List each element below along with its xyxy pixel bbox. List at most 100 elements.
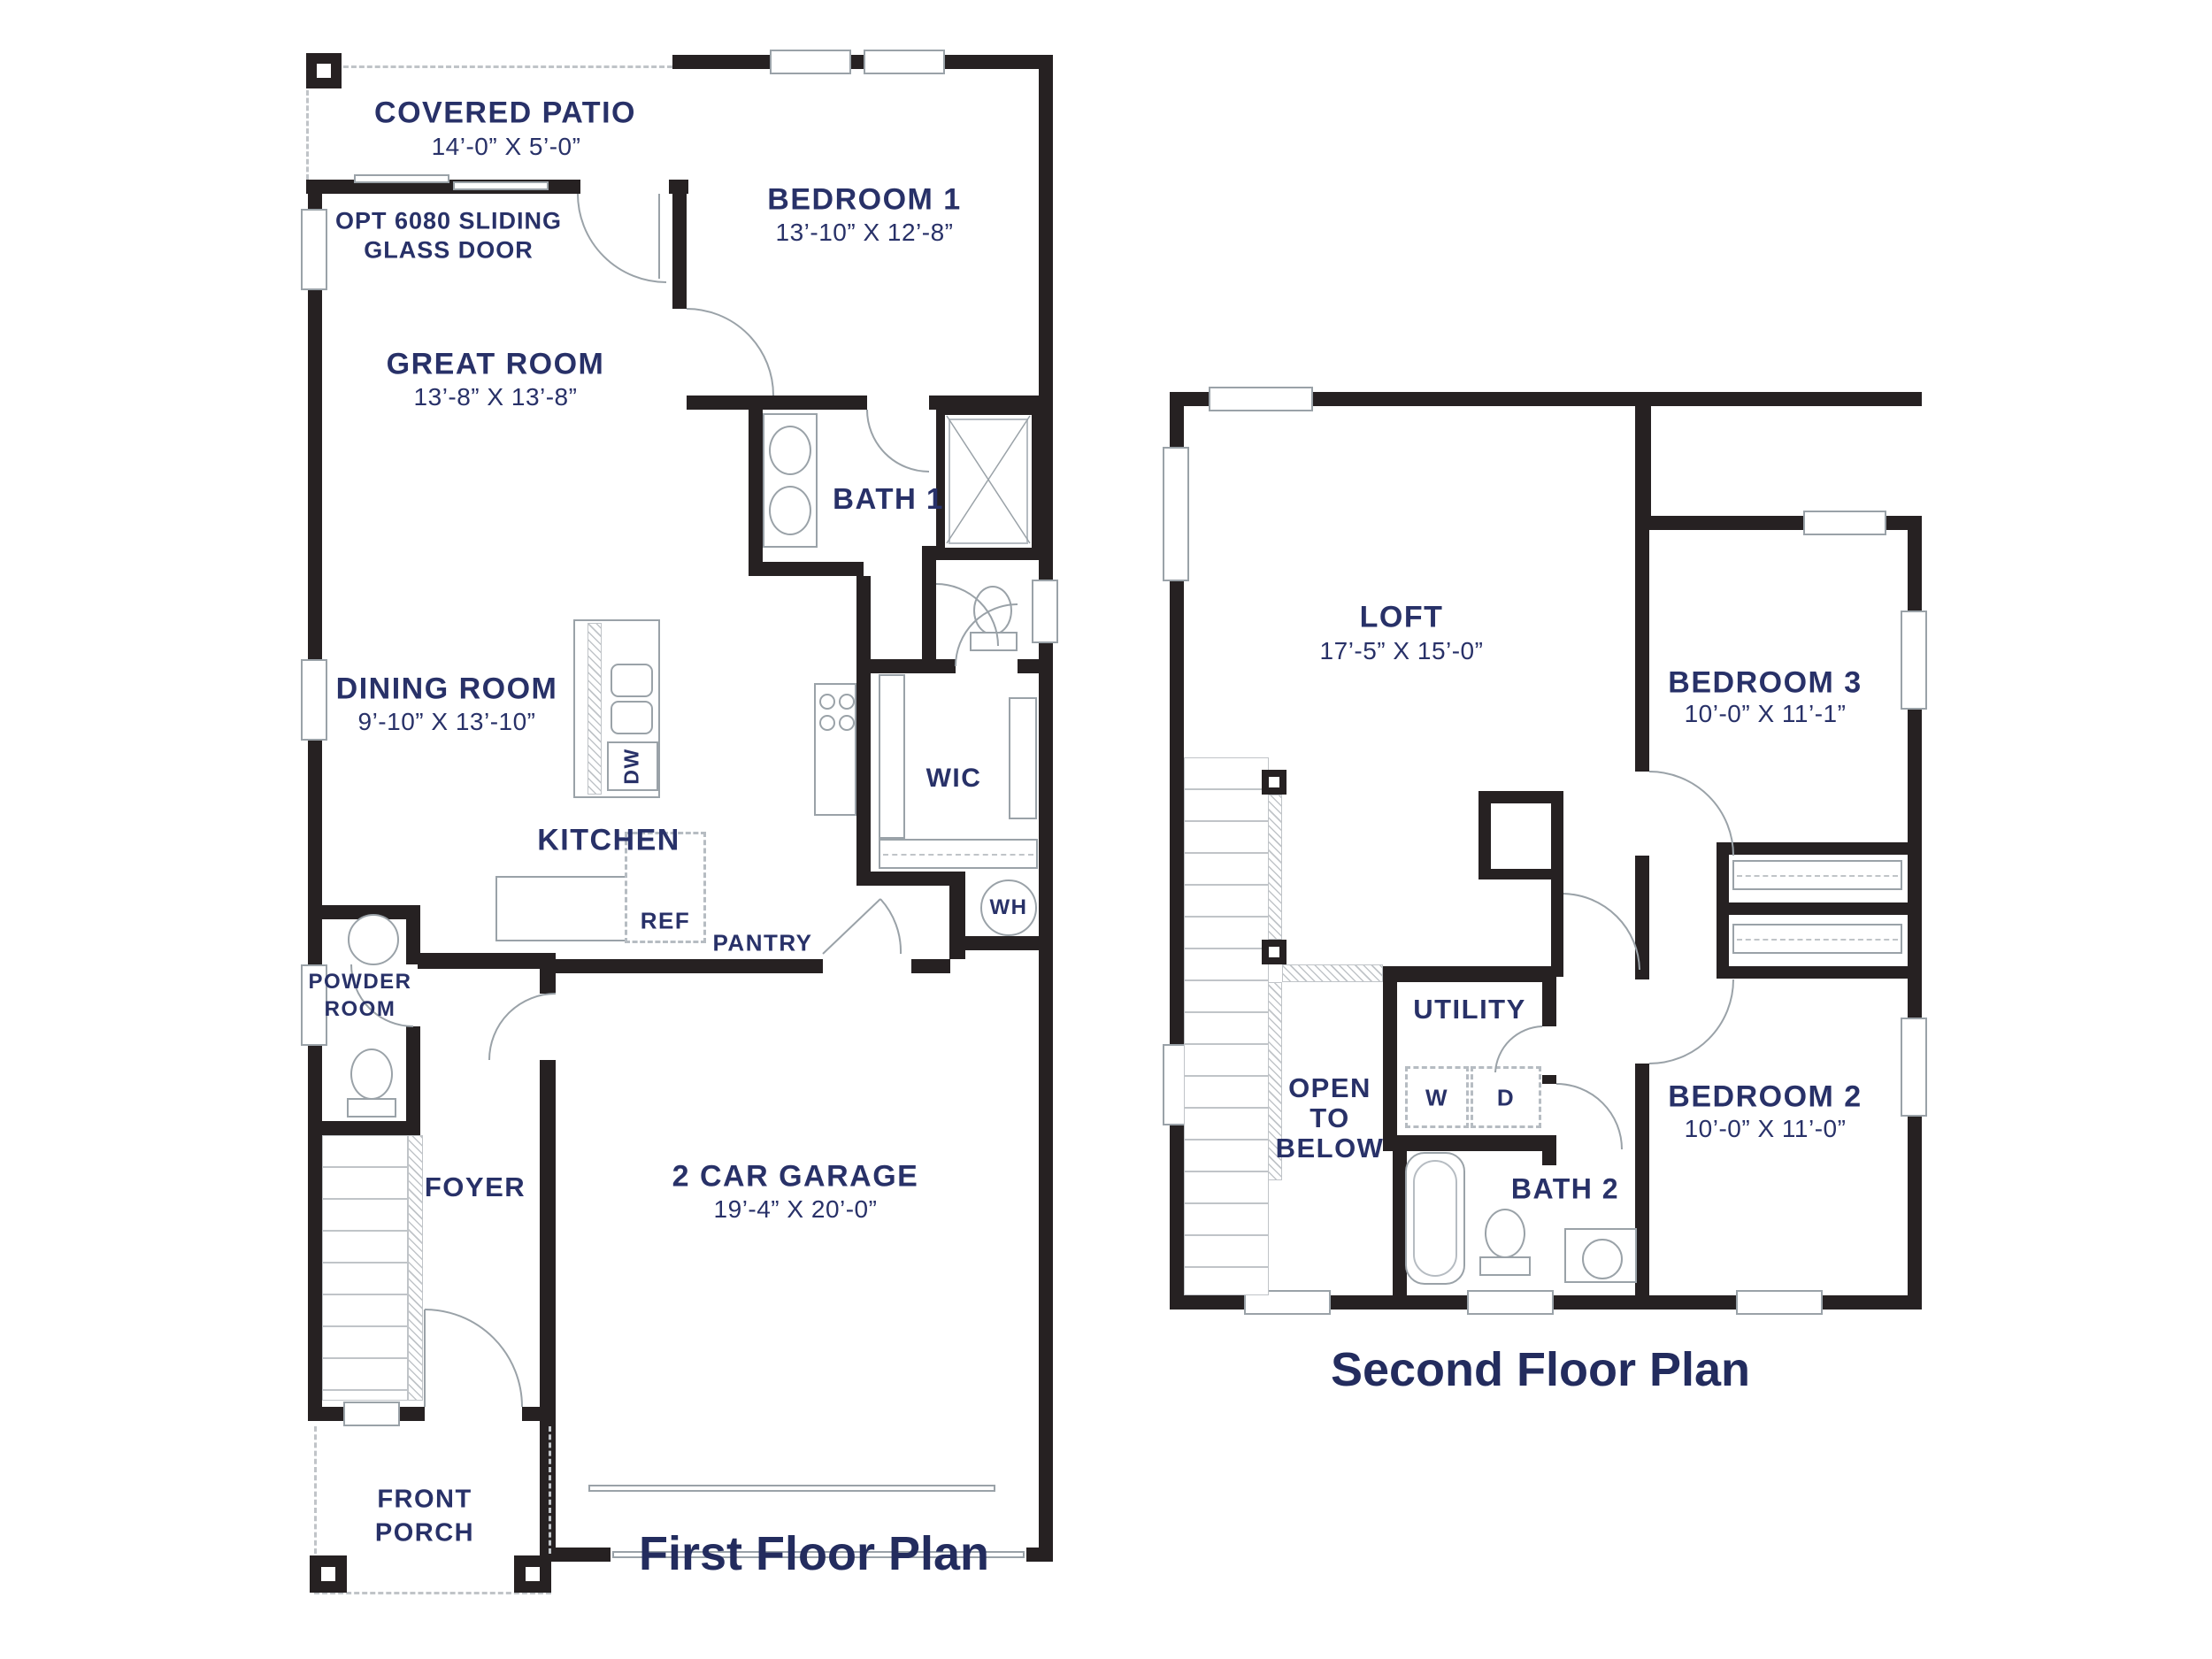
wall: [1383, 1135, 1556, 1151]
garage-door: [612, 1551, 1025, 1558]
covered-patio-dims: 14’-0” X 5’-0”: [431, 133, 581, 160]
island-sink: [611, 664, 653, 697]
refrigerator-outline: [625, 832, 706, 943]
dishwasher: [607, 741, 658, 791]
washer-label: W: [1425, 1084, 1449, 1111]
window: [864, 50, 945, 74]
porch-post: [310, 1555, 347, 1593]
wall: [1635, 392, 1651, 516]
bath1-sink: [769, 426, 811, 475]
bedroom1-label: BEDROOM 1: [767, 182, 962, 217]
wall: [1479, 869, 1563, 879]
bedroom1-dims: 13’-10” X 12’-8”: [775, 219, 954, 246]
toilet-bowl: [1485, 1209, 1525, 1258]
wall: [308, 290, 322, 659]
sliding-door-note-line1: OPT 6080 SLIDING: [334, 207, 563, 234]
powder-room-label-line1: POWDER: [308, 970, 412, 994]
wall: [406, 905, 420, 964]
stair-half-wall-hatch: [1268, 795, 1282, 940]
window: [1163, 447, 1189, 581]
open-to-below-line1: OPEN: [1288, 1072, 1371, 1103]
patio-edge-left: [306, 90, 309, 180]
window: [1901, 1018, 1927, 1117]
wall: [308, 905, 322, 964]
wall: [540, 1548, 611, 1562]
window: [343, 1402, 400, 1426]
wall: [540, 959, 823, 973]
wic-label: WIC: [926, 764, 982, 793]
great-room-dims: 13’-8” X 13’-8”: [413, 383, 578, 411]
powder-sink: [348, 914, 399, 965]
window: [770, 50, 851, 74]
utility-label: UTILITY: [1413, 994, 1526, 1025]
porch-post: [514, 1555, 551, 1593]
wall: [1717, 842, 1908, 855]
shower: [936, 406, 1041, 557]
bathtub: [1405, 1152, 1465, 1285]
loft-dims: 17’-5” X 15’-0”: [1319, 637, 1484, 664]
bath2-sink: [1582, 1239, 1623, 1279]
patio-edge-top: [343, 65, 672, 68]
great-room-label: GREAT ROOM: [386, 347, 605, 381]
wall: [1542, 982, 1556, 1026]
wall: [1717, 966, 1908, 979]
toilet-tank: [970, 632, 1018, 651]
burner: [839, 694, 855, 710]
window: [1467, 1290, 1554, 1315]
wall: [1039, 643, 1053, 1562]
wall: [1170, 392, 1922, 406]
covered-patio-label: COVERED PATIO: [374, 96, 636, 130]
window: [301, 209, 327, 290]
wall: [749, 410, 763, 576]
bath1-sink: [769, 486, 811, 535]
wall: [418, 953, 556, 969]
wall: [1039, 55, 1053, 580]
wall: [871, 872, 949, 886]
first-floor-title: First Floor Plan: [638, 1527, 990, 1580]
kitchen-label: KITCHEN: [537, 823, 680, 857]
burner: [819, 694, 835, 710]
water-heater: [980, 879, 1037, 936]
dryer-label: D: [1496, 1084, 1516, 1111]
stair-half-wall-hatch: [1268, 982, 1282, 1180]
foyer-label: FOYER: [424, 1171, 526, 1202]
wic-shelf: [1009, 697, 1037, 819]
window: [301, 659, 327, 741]
island-sink: [611, 701, 653, 734]
burner: [819, 715, 835, 731]
powder-room-label-line2: ROOM: [324, 997, 396, 1021]
wall: [522, 1407, 556, 1421]
sliding-glass-door-panel: [354, 174, 449, 183]
wall: [1635, 856, 1649, 979]
window: [1736, 1290, 1823, 1315]
garage-dims: 19’-4” X 20’-0”: [713, 1195, 878, 1223]
toilet-tank: [347, 1098, 396, 1118]
wall: [1170, 581, 1184, 1044]
dining-room-dims: 9’-10” X 13’-10”: [357, 708, 536, 735]
window: [1209, 387, 1313, 411]
sliding-glass-door-panel: [453, 181, 549, 190]
wall: [911, 959, 950, 973]
wall: [1026, 1548, 1053, 1562]
bedroom2-dims: 10’-0” X 11’-0”: [1684, 1115, 1847, 1142]
garage-door-header: [588, 1485, 995, 1492]
toilet-bowl: [973, 586, 1012, 635]
wall: [540, 973, 556, 994]
wall: [406, 1026, 420, 1135]
stairs: [322, 1135, 408, 1401]
closet-shelf: [1732, 860, 1902, 890]
stairs: [1184, 757, 1269, 1295]
window: [301, 964, 327, 1046]
closet-shelf: [1732, 924, 1902, 954]
toilet-bowl: [350, 1048, 393, 1100]
toilet-tank: [1479, 1256, 1531, 1276]
stair-half-wall-hatch: [1282, 964, 1383, 982]
open-to-below-line2: TO: [1310, 1102, 1350, 1133]
water-heater-label: WH: [989, 895, 1028, 919]
garage-label: 2 CAR GARAGE: [672, 1159, 919, 1194]
wall: [672, 55, 1039, 69]
wall: [1542, 1075, 1556, 1084]
wall: [1383, 966, 1556, 982]
